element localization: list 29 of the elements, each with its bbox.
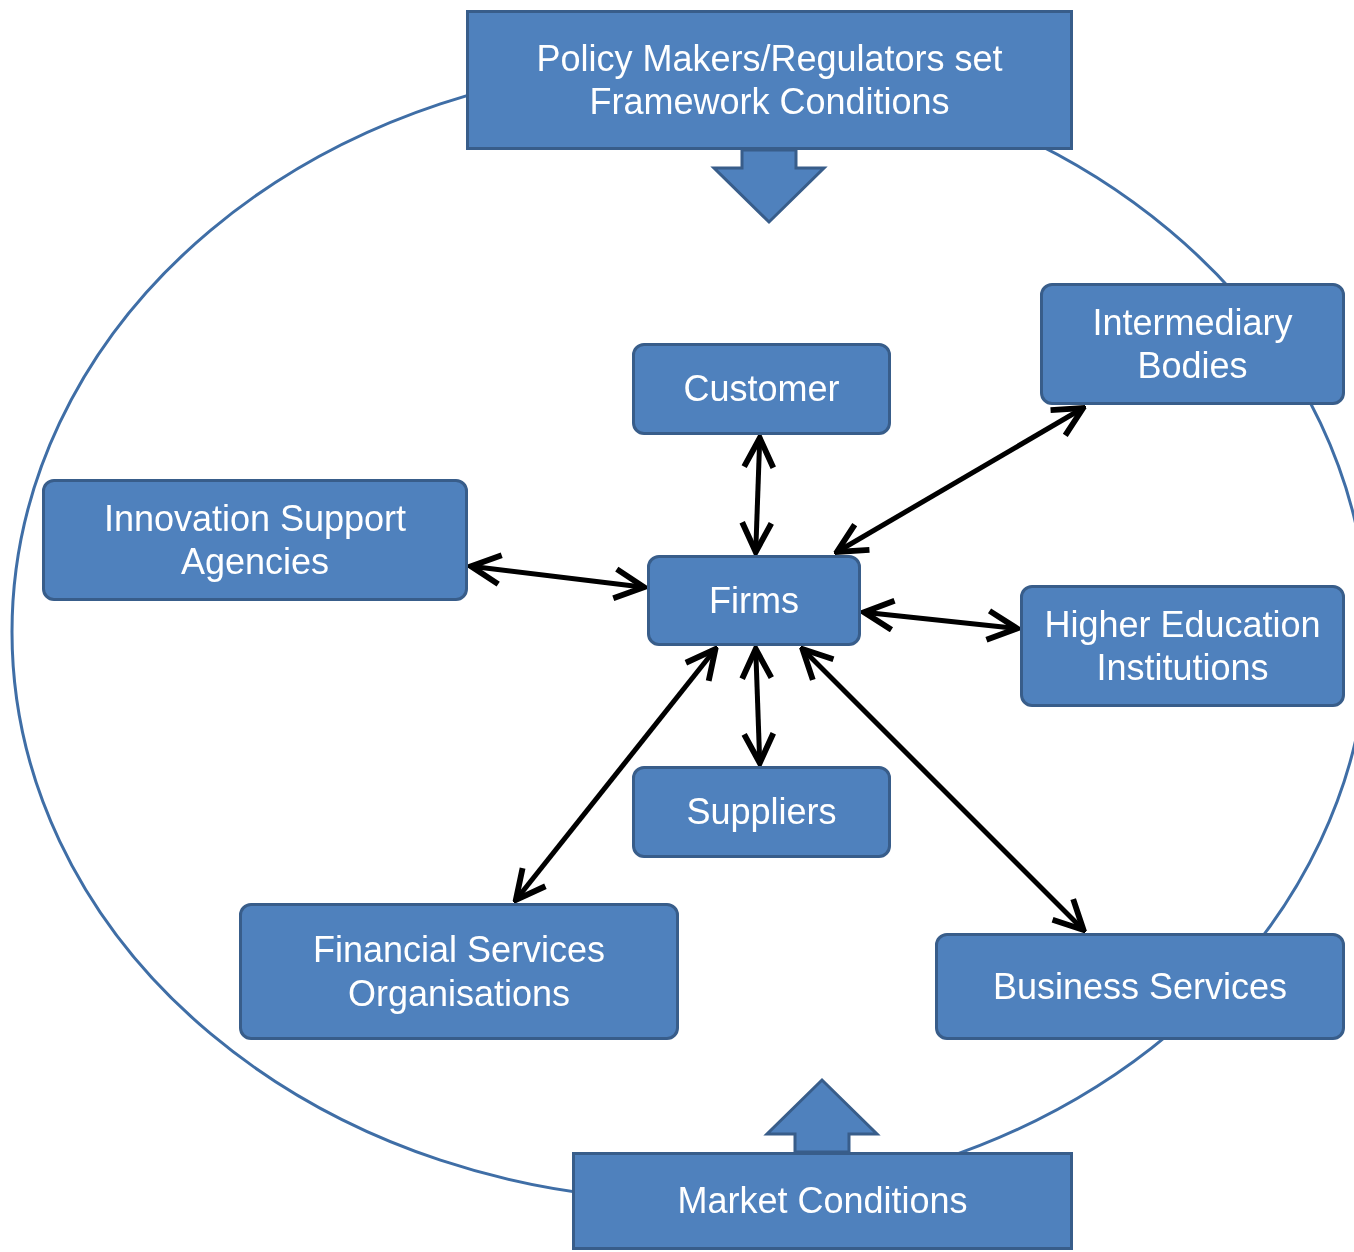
node-label: Intermediary Bodies xyxy=(1091,300,1294,388)
process-box xyxy=(466,10,1073,150)
node-label: Firms xyxy=(709,578,799,623)
node-label: Market Conditions xyxy=(677,1179,968,1223)
block-arrow xyxy=(763,1077,881,1154)
double-arrow xyxy=(739,435,777,555)
double-arrow xyxy=(512,646,719,903)
node-label: Customer xyxy=(683,367,840,411)
process-box xyxy=(647,555,861,646)
process-box xyxy=(1040,283,1345,405)
node-label: Business Services xyxy=(992,964,1288,1009)
node-label: Suppliers xyxy=(686,790,837,834)
node-label: Higher Education Institutions xyxy=(1043,602,1322,690)
process-box xyxy=(1020,585,1345,707)
double-arrow xyxy=(799,646,1087,933)
process-box xyxy=(239,903,679,1040)
double-arrow xyxy=(739,646,777,766)
process-box xyxy=(935,933,1345,1040)
double-arrow xyxy=(468,552,647,602)
process-box xyxy=(632,343,891,435)
double-arrow xyxy=(834,405,1086,555)
process-box xyxy=(632,766,891,858)
block-arrow xyxy=(710,148,828,225)
process-box xyxy=(42,479,468,601)
node-label: Policy Makers/Regulators set Framework Conditions xyxy=(535,36,1004,124)
double-arrow xyxy=(861,597,1020,643)
node-label: Innovation Support Agencies xyxy=(102,496,408,584)
node-label: Financial Services Organisations xyxy=(311,928,607,1015)
process-box xyxy=(572,1152,1073,1250)
